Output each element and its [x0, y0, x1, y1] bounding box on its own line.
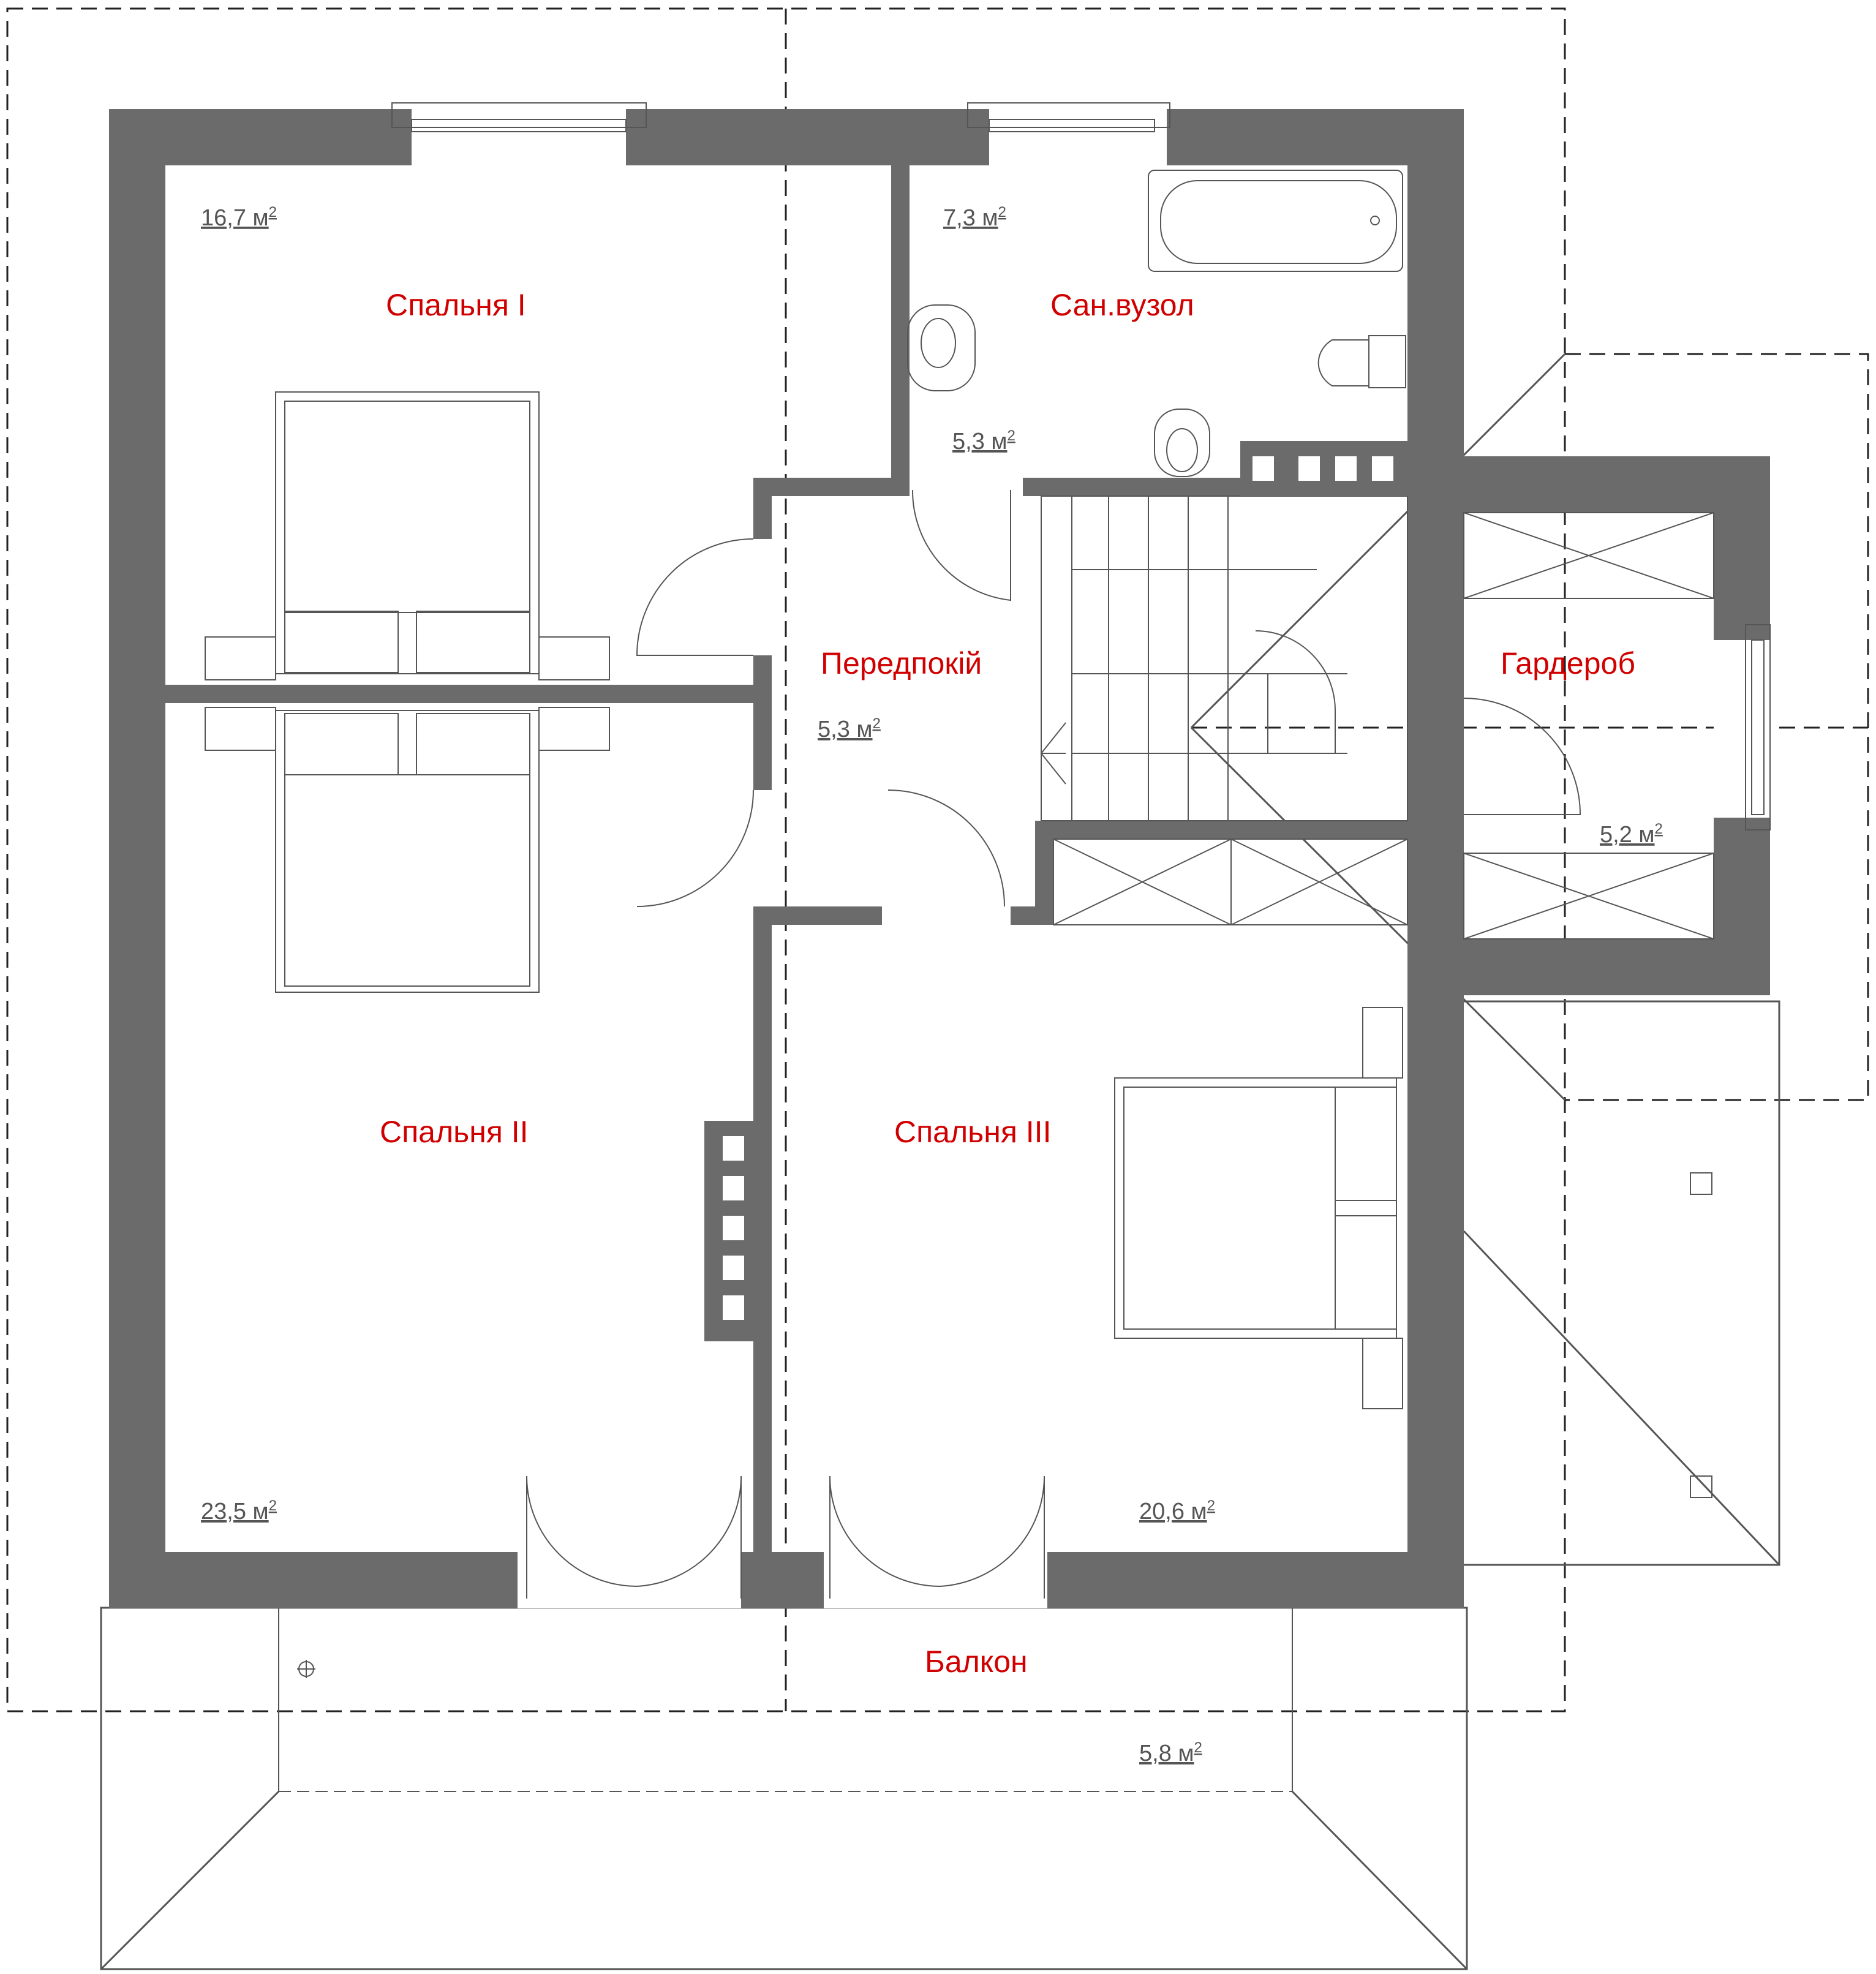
roof-outline: [6, 7, 1869, 1712]
area-bedroom-2: 23,5 м: [201, 1499, 269, 1524]
walls: [109, 109, 1770, 1608]
room-name-bedroom-3: Спальня III: [894, 1115, 1051, 1149]
room-name-balcony: Балкон: [925, 1644, 1028, 1679]
area-bathroom: 7,3 м: [943, 205, 998, 231]
area-bedroom-3: 20,6 м: [1139, 1499, 1207, 1524]
svg-text:5,3 м2: 5,3 м2: [818, 715, 881, 742]
bathroom-fixtures: [907, 170, 1406, 477]
svg-text:5,3 м2: 5,3 м2: [952, 428, 1015, 454]
svg-text:23,5 м2: 23,5 м2: [201, 1497, 277, 1524]
staircase: [1040, 495, 1408, 821]
svg-text:5,8 м2: 5,8 м2: [1139, 1739, 1202, 1766]
svg-text:20,6 м2: 20,6 м2: [1139, 1497, 1215, 1524]
area-bedroom-1: 16,7 м: [201, 205, 269, 231]
svg-text:7,3 м2: 7,3 м2: [943, 204, 1006, 231]
room-labels: Спальня I Сан.вузол Передпокій Гардероб …: [380, 288, 1635, 1679]
area-balcony: 5,8 м: [1139, 1741, 1194, 1766]
side-roof: [1463, 1000, 1780, 1566]
area-hallway: 5,3 м: [818, 717, 873, 742]
beds: [205, 391, 1403, 1409]
svg-text:16,7 м2: 16,7 м2: [201, 204, 277, 231]
doors: [526, 489, 1581, 1599]
area-wardrobe: 5,2 м: [1600, 822, 1655, 848]
area-bath-entry: 5,3 м: [952, 429, 1008, 454]
svg-text:5,2 м2: 5,2 м2: [1600, 821, 1663, 848]
room-name-bedroom-2: Спальня II: [380, 1115, 529, 1149]
room-name-hallway: Передпокій: [821, 646, 982, 680]
area-labels: 16,7 м2 7,3 м2 5,3 м2 5,3 м2 5,2 м2 23,5…: [201, 204, 1663, 1766]
balcony-canopy: [100, 1607, 1468, 1970]
room-name-bathroom: Сан.вузол: [1050, 288, 1194, 322]
room-name-bedroom-1: Спальня I: [386, 288, 526, 322]
openings: [412, 109, 1770, 1608]
roof-ridges: [1190, 353, 1566, 1101]
vent-shafts: [723, 441, 1409, 1320]
room-name-wardrobe: Гардероб: [1501, 646, 1635, 680]
windows: [391, 102, 1771, 831]
closets: [1053, 512, 1714, 940]
